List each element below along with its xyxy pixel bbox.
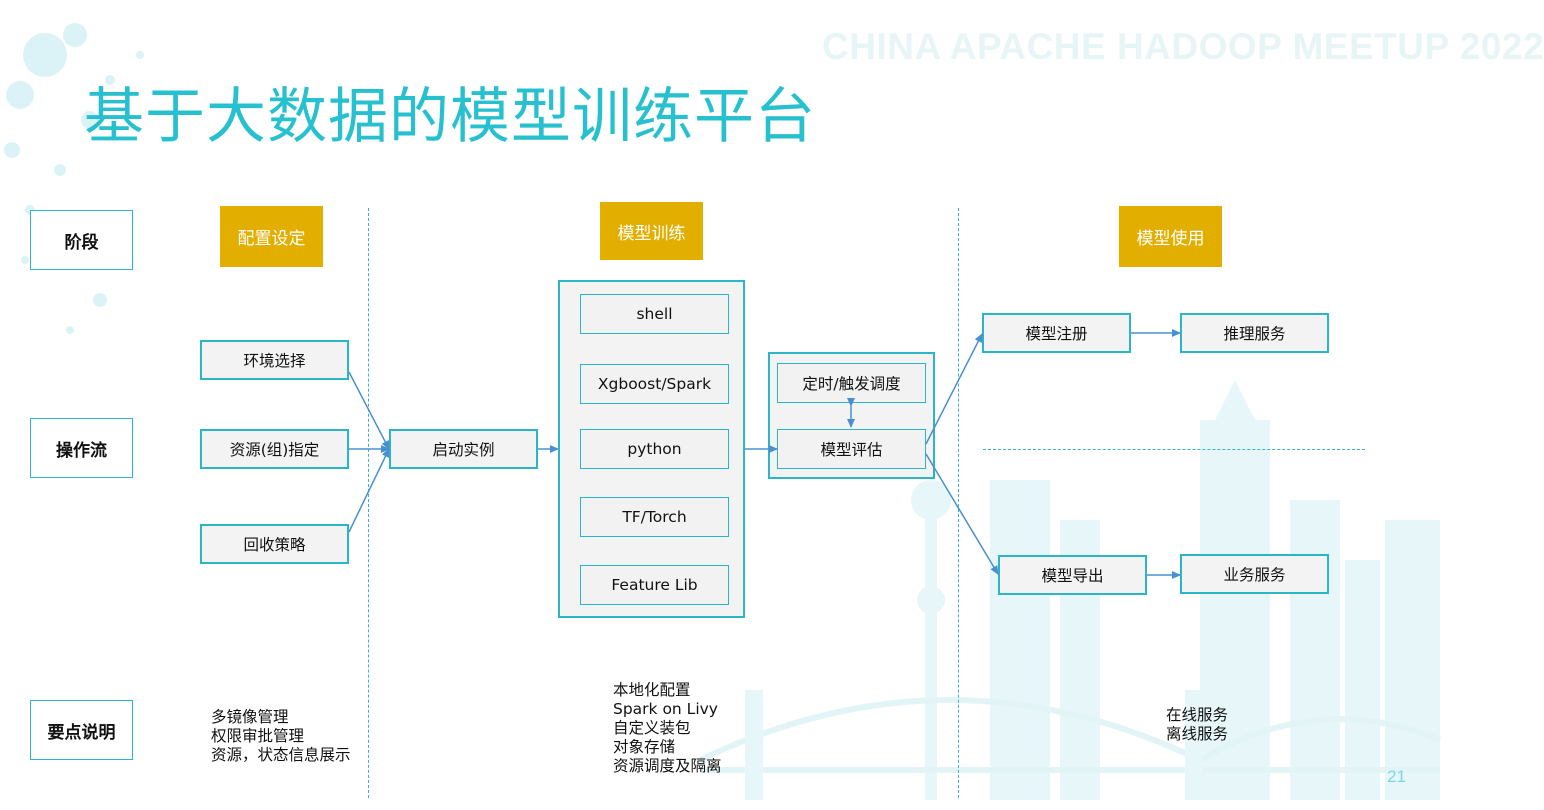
row-label-notes: 要点说明 [30, 700, 133, 760]
node-model-evaluate: 模型评估 [777, 429, 926, 469]
note-item: 对象存储 [613, 738, 676, 756]
background-decoration [4, 23, 1442, 800]
note-item: 资源，状态信息展示 [211, 746, 351, 764]
node-model-export: 模型导出 [998, 555, 1147, 595]
stage-usage: 模型使用 [1119, 206, 1222, 267]
event-watermark: CHINA APACHE HADOOP MEETUP 2022 [822, 26, 1544, 67]
node-business-service: 业务服务 [1180, 554, 1329, 594]
note-item: 在线服务 [1166, 706, 1229, 724]
lane-divider [958, 208, 959, 798]
note-item: 自定义装包 [613, 719, 691, 737]
note-item: 资源调度及隔离 [613, 757, 722, 775]
usage-divider [983, 449, 1365, 450]
note-item: Spark on Livy [613, 700, 718, 718]
node-feature-lib: Feature Lib [580, 565, 729, 605]
node-xgboost-spark: Xgboost/Spark [580, 364, 729, 404]
node-tf-torch: TF/Torch [580, 497, 729, 537]
page-number: 21 [1387, 767, 1406, 786]
note-item: 权限审批管理 [211, 727, 305, 745]
node-env-select: 环境选择 [200, 340, 349, 380]
note-item: 离线服务 [1166, 725, 1229, 743]
stage-config: 配置设定 [220, 206, 323, 267]
node-schedule: 定时/触发调度 [777, 363, 926, 403]
node-model-register: 模型注册 [982, 313, 1131, 353]
node-inference-service: 推理服务 [1180, 313, 1329, 353]
row-label-stage: 阶段 [30, 210, 133, 270]
node-python: python [580, 429, 729, 469]
lane-divider [368, 208, 369, 798]
node-shell: shell [580, 294, 729, 334]
slide: CHINA APACHE HADOOP MEETUP 2022 基于大数据的模型… [4, 23, 1544, 800]
notes-config: 多镜像管理 权限审批管理 资源，状态信息展示 [211, 708, 351, 765]
note-item: 多镜像管理 [211, 708, 289, 726]
notes-usage: 在线服务 离线服务 [1166, 706, 1228, 744]
stage-training: 模型训练 [600, 202, 703, 260]
slide-title: 基于大数据的模型训练平台 [84, 82, 816, 152]
node-recycle-policy: 回收策略 [200, 524, 349, 564]
row-label-flow: 操作流 [30, 418, 133, 478]
node-start-instance: 启动实例 [389, 429, 538, 469]
notes-training: 本地化配置 Spark on Livy 自定义装包 对象存储 资源调度及隔离 [613, 681, 722, 776]
node-resource-assign: 资源(组)指定 [200, 429, 349, 469]
note-item: 本地化配置 [613, 681, 691, 699]
